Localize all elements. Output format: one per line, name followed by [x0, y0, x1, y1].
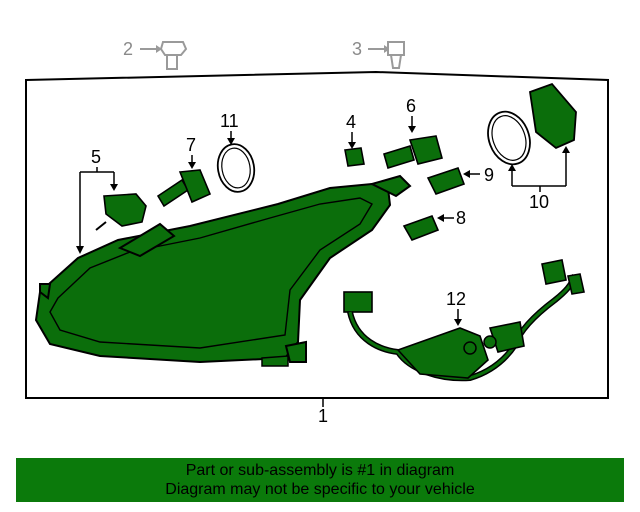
part-11-seal-ring[interactable]: [214, 141, 258, 195]
part-6-bulb-socket[interactable]: [383, 135, 443, 170]
part-4-bulb[interactable]: [344, 147, 365, 167]
part-5-leveling-motor[interactable]: [95, 193, 147, 231]
part-10-seal-and-cap[interactable]: [481, 82, 577, 170]
callout-1: 1: [318, 406, 328, 426]
part-3-clip[interactable]: 3: [352, 39, 405, 69]
callout-11: 11: [220, 111, 239, 131]
part-8-bulb[interactable]: [402, 214, 440, 241]
callout-7: 7: [186, 135, 196, 155]
callout-12: 12: [446, 289, 466, 309]
callout-9: 9: [484, 165, 494, 185]
callout-6: 6: [406, 96, 416, 116]
callout-4: 4: [346, 112, 356, 132]
part-2-clip[interactable]: 2: [123, 39, 188, 70]
part-12-wire-harness[interactable]: [343, 259, 585, 382]
info-banner: Part or sub-assembly is #1 in diagram Di…: [16, 458, 624, 502]
part-7-bulb[interactable]: [156, 169, 212, 208]
banner-line-2: Diagram may not be specific to your vehi…: [165, 481, 475, 498]
banner-line-1: Part or sub-assembly is #1 in diagram: [185, 462, 455, 479]
part-9-bulb[interactable]: [426, 166, 466, 195]
callout-8: 8: [456, 208, 466, 228]
callout-2: 2: [123, 39, 133, 59]
part-1-headlamp-assembly[interactable]: [34, 174, 412, 367]
callout-10: 10: [529, 192, 549, 212]
exploded-parts-diagram: 2 3 1 4 5: [25, 39, 609, 426]
callout-3: 3: [352, 39, 362, 59]
callout-5: 5: [91, 147, 101, 167]
